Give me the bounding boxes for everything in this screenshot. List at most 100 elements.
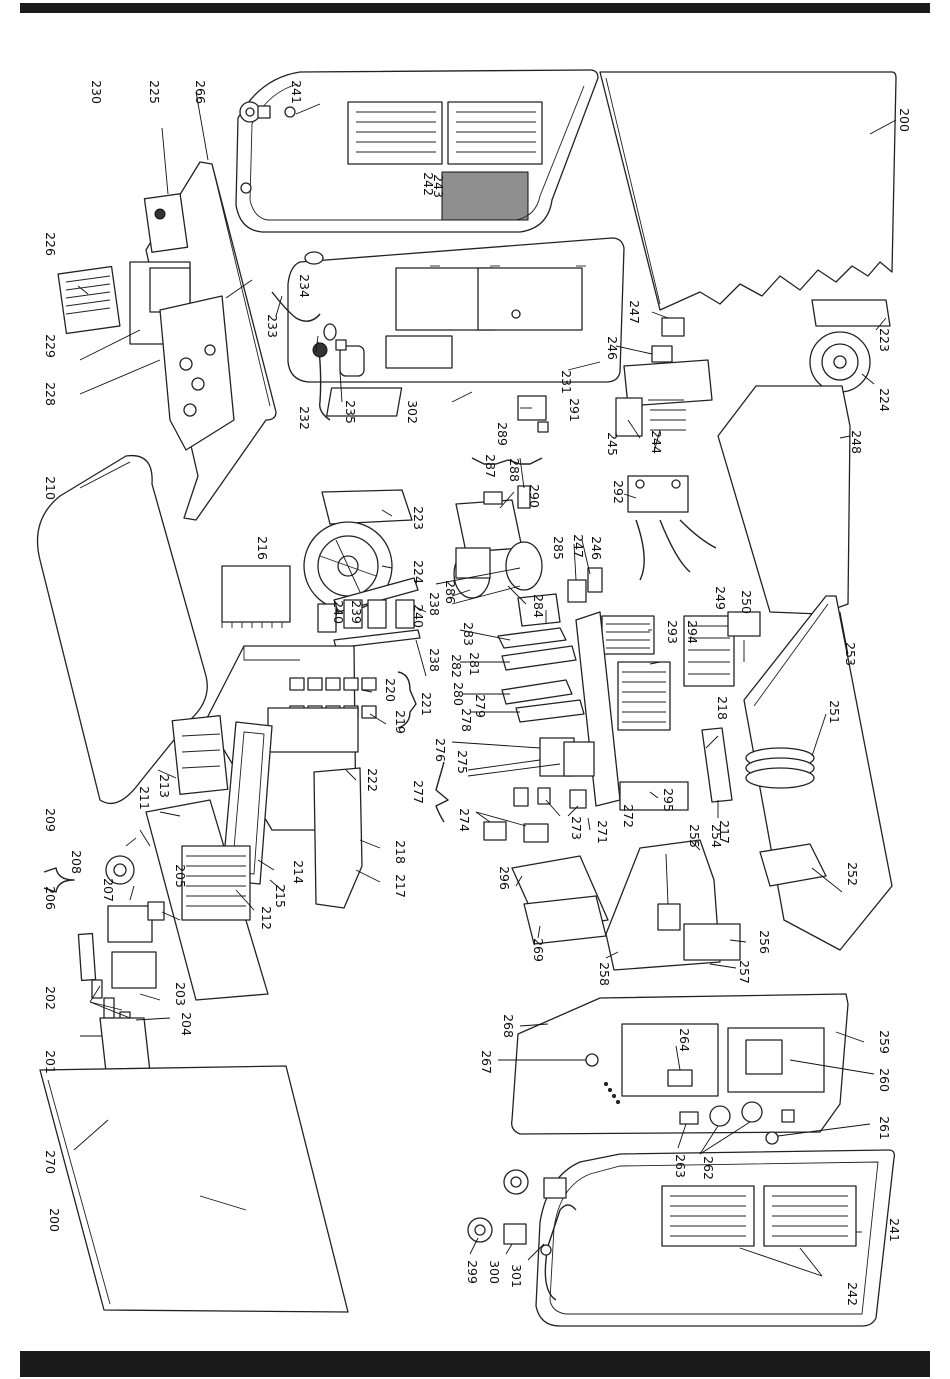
busbar-assembly-238 bbox=[317, 577, 421, 649]
callout-label: 293 bbox=[665, 620, 680, 644]
top-header-bar bbox=[20, 3, 930, 13]
callout-label: 256 bbox=[757, 930, 772, 954]
callout-label: 224 bbox=[877, 388, 892, 412]
rear-panel-231 bbox=[287, 237, 625, 383]
callout-label: 246 bbox=[605, 336, 620, 360]
callout-label: 200 bbox=[47, 1208, 62, 1232]
callout-label: 205 bbox=[173, 864, 188, 888]
callout-label: 302 bbox=[405, 400, 420, 424]
callout-label: 223 bbox=[877, 328, 892, 352]
callout-label: 268 bbox=[501, 1014, 516, 1038]
callout-label: 253 bbox=[843, 642, 858, 666]
callout-label: 266 bbox=[193, 80, 208, 104]
callout-label: 275 bbox=[455, 750, 470, 774]
callout-label: 273 bbox=[569, 816, 584, 840]
callout-label: 247 bbox=[627, 300, 642, 324]
callout-label: 241 bbox=[289, 80, 304, 104]
control-board-plate-225 bbox=[129, 161, 277, 521]
callout-label: 296 bbox=[497, 866, 512, 890]
callout-label: 215 bbox=[273, 884, 288, 908]
relay-291 bbox=[517, 395, 549, 433]
air-duct-248 bbox=[717, 385, 851, 615]
callout-label: 228 bbox=[43, 382, 58, 406]
callout-label: 240 bbox=[411, 604, 426, 628]
callout-label: 248 bbox=[849, 430, 864, 454]
callout-label: 294 bbox=[685, 620, 700, 644]
callout-label: 232 bbox=[297, 406, 312, 430]
callout-label: 240 bbox=[331, 600, 346, 624]
callout-label: 258 bbox=[597, 962, 612, 986]
control-board-269 bbox=[523, 895, 607, 945]
callout-label: 214 bbox=[291, 860, 306, 884]
callout-label: 211 bbox=[137, 786, 152, 810]
callout-label: 277 bbox=[411, 780, 426, 804]
fan-assembly-middle bbox=[303, 489, 413, 611]
fan-assembly-right bbox=[809, 299, 891, 393]
callout-label: 242 bbox=[845, 1282, 860, 1306]
callout-label: 245 bbox=[605, 432, 620, 456]
input-cable-232 bbox=[317, 341, 331, 421]
side-panel-200-bottom bbox=[39, 1065, 349, 1313]
grouping-braces bbox=[43, 457, 543, 893]
callout-label: 210 bbox=[43, 476, 58, 500]
callout-label: 255 bbox=[687, 824, 702, 848]
callout-label: 221 bbox=[419, 692, 434, 716]
callout-label: 219 bbox=[393, 710, 408, 734]
leader-lines bbox=[73, 91, 897, 1277]
callout-label: 220 bbox=[383, 678, 398, 702]
callout-label: 251 bbox=[827, 700, 842, 724]
callout-label: 259 bbox=[877, 1030, 892, 1054]
inductor-249 bbox=[683, 611, 761, 687]
callout-label: 283 bbox=[461, 622, 476, 646]
callout-label: 262 bbox=[701, 1156, 716, 1180]
callout-label: 234 bbox=[297, 274, 312, 298]
callout-label: 270 bbox=[43, 1150, 58, 1174]
output-transformer-292 bbox=[627, 475, 717, 581]
grommet-234 bbox=[323, 323, 337, 341]
switch-235 bbox=[335, 339, 365, 377]
front-panel-241-top bbox=[235, 69, 599, 233]
callout-label: 243 bbox=[431, 174, 446, 198]
callout-label: 200 bbox=[897, 108, 912, 132]
callout-label: 202 bbox=[43, 986, 58, 1010]
eye-bolts-bottom bbox=[467, 1169, 567, 1245]
callout-label: 284 bbox=[531, 594, 546, 618]
callout-label: 288 bbox=[507, 458, 522, 482]
callout-label: 244 bbox=[649, 430, 664, 454]
callout-label: 207 bbox=[101, 878, 116, 902]
cover-plate-302 bbox=[325, 387, 403, 417]
callout-label: 218 bbox=[393, 840, 408, 864]
callout-label: 212 bbox=[259, 906, 274, 930]
callout-label: 249 bbox=[713, 586, 728, 610]
callout-label: 301 bbox=[509, 1264, 524, 1288]
callout-label: 235 bbox=[343, 400, 358, 424]
callout-label: 213 bbox=[157, 774, 172, 798]
callout-label: 281 bbox=[467, 652, 482, 676]
callout-label: 208 bbox=[69, 850, 84, 874]
callout-label: 282 bbox=[449, 654, 464, 678]
callout-label: 257 bbox=[737, 960, 752, 984]
callout-label: 218 bbox=[715, 696, 730, 720]
callout-labels: 200 200 201 202 203 204 205 206 207 208 … bbox=[43, 80, 912, 1306]
enclosure-254-258 bbox=[605, 839, 741, 971]
callout-label: 231 bbox=[559, 370, 574, 394]
callout-label: 223 bbox=[411, 506, 426, 530]
callout-label: 230 bbox=[89, 80, 104, 104]
callout-label: 300 bbox=[487, 1260, 502, 1284]
callout-label: 222 bbox=[365, 768, 380, 792]
callout-label: 264 bbox=[677, 1028, 692, 1052]
callout-label: 247 bbox=[571, 534, 586, 558]
callout-label: 261 bbox=[877, 1116, 892, 1140]
heatsinks-293-294 bbox=[575, 611, 689, 811]
callout-label: 217 bbox=[717, 820, 732, 844]
callout-label: 267 bbox=[479, 1050, 494, 1074]
callout-label: 238 bbox=[427, 592, 442, 616]
side-panel-200-top bbox=[599, 71, 897, 311]
callout-label: 241 bbox=[887, 1218, 902, 1242]
callout-label: 279 bbox=[473, 694, 488, 718]
callout-label: 209 bbox=[43, 808, 58, 832]
callout-label: 278 bbox=[459, 708, 474, 732]
callout-label: 291 bbox=[567, 398, 582, 422]
callout-label: 290 bbox=[527, 484, 542, 508]
part-drawings bbox=[36, 69, 897, 1327]
